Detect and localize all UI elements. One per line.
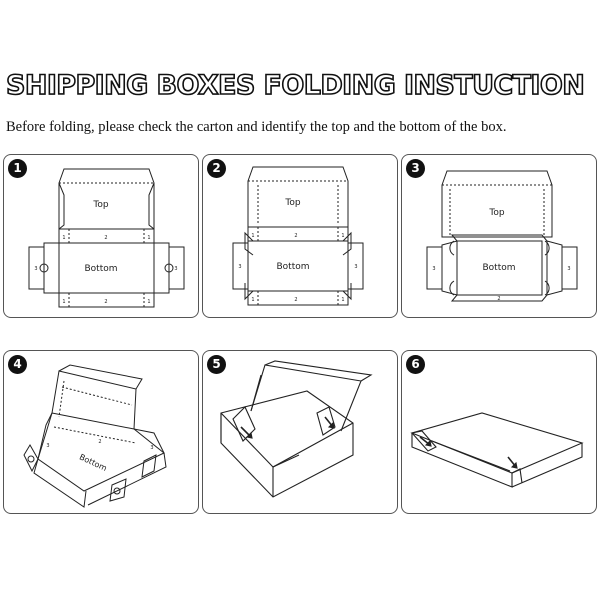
step-1-number-badge: 1 bbox=[8, 159, 27, 178]
page-subtitle: Before folding, please check the carton … bbox=[6, 119, 507, 135]
step-2-fold-mark: 1 bbox=[341, 297, 344, 303]
step-2-fold-mark: 1 bbox=[251, 297, 254, 303]
step-3-bottom-label: Bottom bbox=[482, 263, 515, 273]
step-1-fold-mark: 1 bbox=[62, 299, 65, 305]
step-1-fold-mark: 3 bbox=[34, 266, 37, 272]
step-4-fold-mark: 2 bbox=[98, 439, 101, 445]
step-2-fold-mark: 2 bbox=[294, 233, 297, 239]
step-3-number-badge: 3 bbox=[406, 159, 425, 178]
step-4-diagram: Bottom 2 3 3 bbox=[23, 364, 167, 508]
step-2-bottom-label: Bottom bbox=[276, 262, 309, 272]
step-1-fold-mark: 2 bbox=[104, 235, 107, 241]
step-6-panel: 6 bbox=[401, 350, 597, 514]
step-1-diagram: Top Bottom 1 2 1 3 3 1 2 1 bbox=[28, 168, 185, 308]
step-2-fold-mark: 3 bbox=[354, 264, 357, 270]
step-1-fold-mark: 2 bbox=[104, 299, 107, 305]
step-5-diagram bbox=[220, 360, 373, 498]
step-2-top-label: Top bbox=[284, 198, 300, 208]
step-2-fold-mark: 2 bbox=[294, 297, 297, 303]
step-1-fold-mark: 3 bbox=[174, 266, 177, 272]
step-1-fold-mark: 1 bbox=[147, 235, 150, 241]
step-1-top-label: Top bbox=[92, 200, 108, 210]
step-1-panel: Top Bottom 1 2 1 3 3 1 2 1 1 bbox=[3, 154, 199, 318]
step-3-fold-mark: 2 bbox=[497, 296, 500, 302]
step-2-panel: Top Bottom 1 2 1 3 3 1 2 1 2 bbox=[202, 154, 398, 318]
step-4-fold-mark: 3 bbox=[150, 445, 153, 451]
step-3-top-label: Top bbox=[488, 208, 504, 218]
step-1-bottom-label: Bottom bbox=[84, 264, 117, 274]
step-3-panel: Top Bottom 3 3 2 3 bbox=[401, 154, 597, 318]
step-5-number-badge: 5 bbox=[207, 355, 226, 374]
step-4-fold-mark: 3 bbox=[46, 443, 49, 449]
step-2-number-badge: 2 bbox=[207, 159, 226, 178]
step-2-diagram: Top Bottom 1 2 1 3 3 1 2 1 bbox=[232, 166, 364, 306]
step-4-bottom-label: Bottom bbox=[78, 452, 109, 473]
step-4-panel: Bottom 2 3 3 4 bbox=[3, 350, 199, 514]
step-4-number-badge: 4 bbox=[8, 355, 27, 374]
step-1-fold-mark: 1 bbox=[147, 299, 150, 305]
step-2-fold-mark: 1 bbox=[251, 233, 254, 239]
step-6-number-badge: 6 bbox=[406, 355, 425, 374]
step-3-fold-mark: 3 bbox=[432, 266, 435, 272]
step-5-panel: 5 bbox=[202, 350, 398, 514]
step-1-fold-mark: 1 bbox=[62, 235, 65, 241]
step-2-fold-mark: 3 bbox=[238, 264, 241, 270]
step-2-fold-mark: 1 bbox=[341, 233, 344, 239]
page-title: SHIPPING BOXES FOLDING INSTUCTION bbox=[5, 69, 585, 102]
step-3-diagram: Top Bottom 3 3 2 bbox=[426, 170, 578, 302]
step-6-diagram bbox=[410, 412, 584, 488]
step-3-fold-mark: 3 bbox=[567, 266, 570, 272]
